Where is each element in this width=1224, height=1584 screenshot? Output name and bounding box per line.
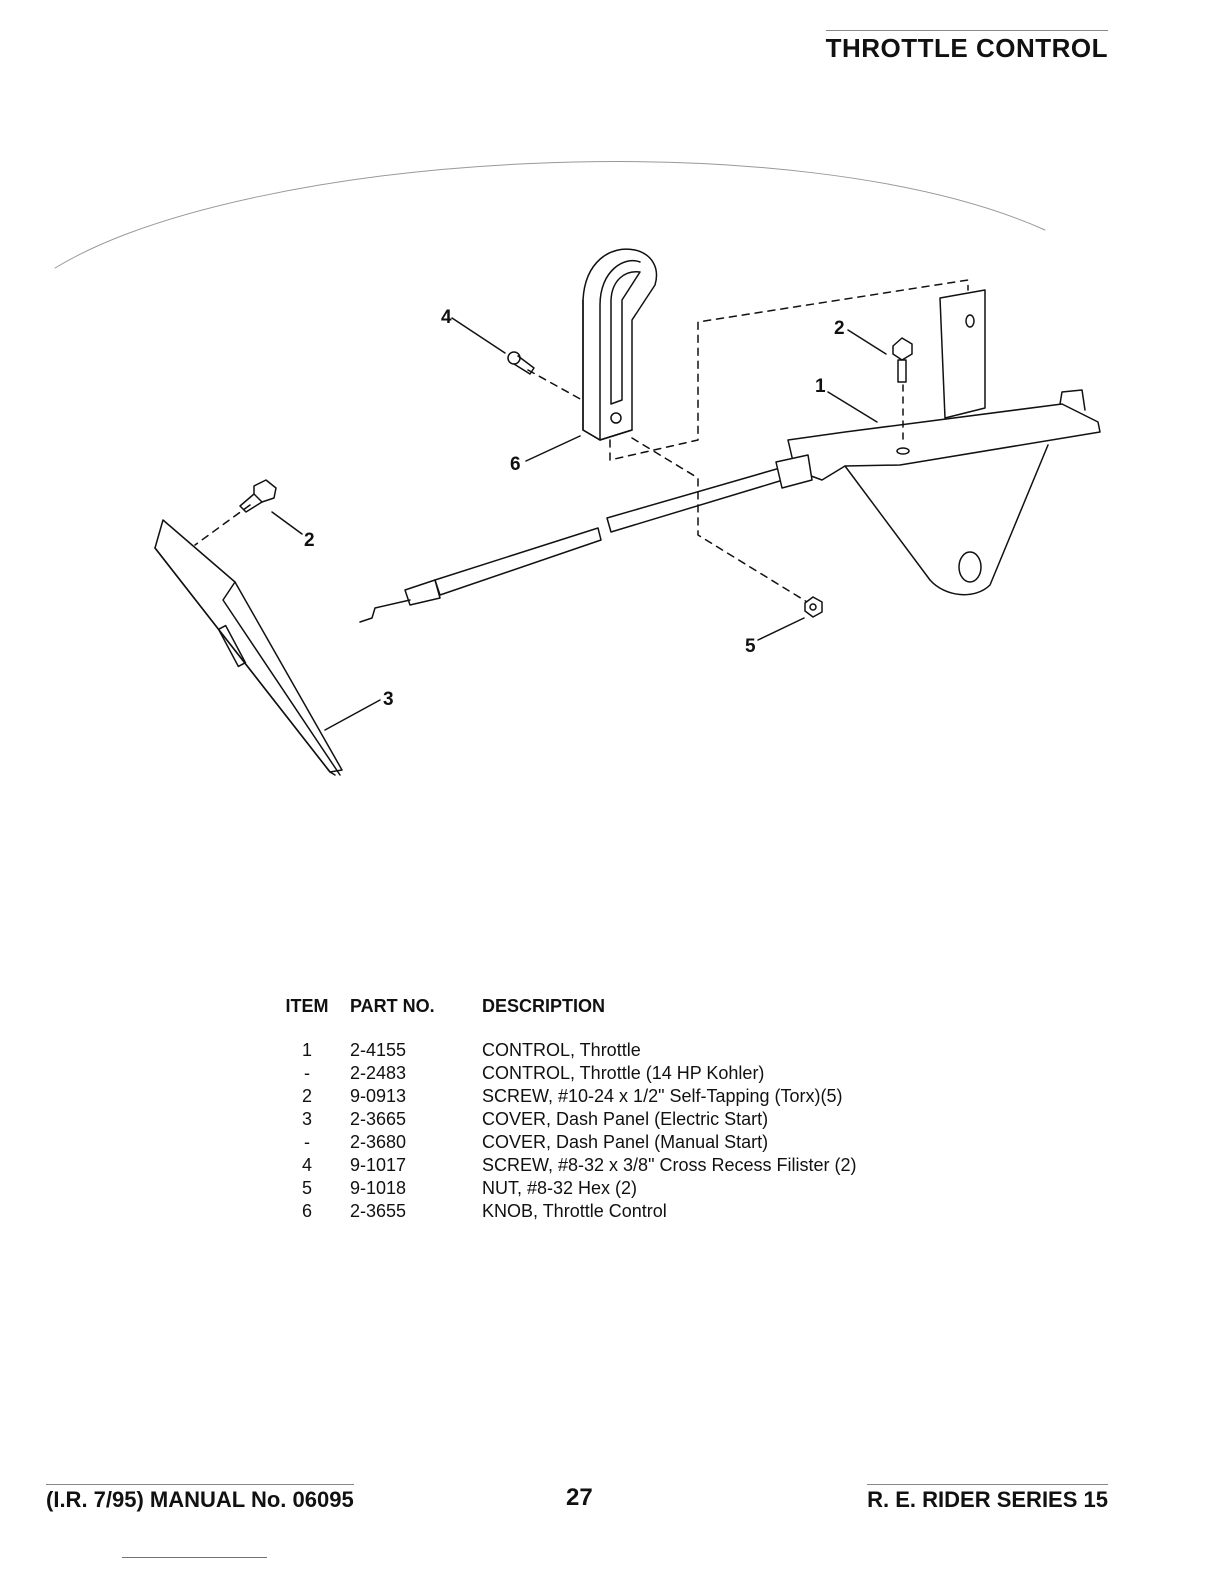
- dash-panel-cover-part: [154, 519, 343, 776]
- screw-item-2-lower: [239, 479, 277, 513]
- leader-line: [451, 317, 506, 354]
- page-number: 27: [566, 1484, 593, 1511]
- throttle-knob-part: [582, 248, 658, 441]
- description-cell: SCREW, #10-24 x 1/2" Self-Tapping (Torx)…: [482, 1086, 843, 1106]
- part-no-cell: 2-3680: [350, 1132, 407, 1152]
- callout-6: 6: [510, 454, 521, 475]
- description-cell: KNOB, Throttle Control: [482, 1201, 667, 1221]
- part-no-cell: 9-1018: [350, 1178, 407, 1198]
- throttle-cable-part: [359, 454, 813, 623]
- bottom-divider: [122, 1557, 267, 1558]
- footer-series-name: R. E. RIDER SERIES 15: [867, 1484, 1108, 1513]
- leader-line: [525, 435, 581, 462]
- table-row: 5 9-1018 NUT, #8-32 Hex (2): [272, 1177, 922, 1200]
- leader-line: [271, 511, 303, 535]
- nut-item-5: [804, 596, 823, 618]
- screw-item-2-upper: [892, 337, 913, 383]
- description-cell: CONTROL, Throttle (14 HP Kohler): [482, 1063, 765, 1083]
- table-row: 4 9-1017 SCREW, #8-32 x 3/8" Cross Reces…: [272, 1154, 922, 1177]
- parts-list-table: ITEM PART NO. DESCRIPTION 1 2-4155 CONTR…: [272, 996, 922, 1223]
- part-no-cell: 2-2483: [350, 1063, 407, 1083]
- column-header-part-no: PART NO.: [350, 996, 435, 1016]
- dashed-assembly-line: [527, 369, 583, 401]
- column-header-item: ITEM: [285, 996, 329, 1016]
- part-no-cell: 2-3665: [350, 1109, 407, 1129]
- leader-line: [757, 617, 805, 641]
- dashed-assembly-line: [609, 279, 969, 461]
- part-no-cell: 2-3655: [350, 1201, 407, 1221]
- description-cell: NUT, #8-32 Hex (2): [482, 1178, 638, 1198]
- leader-line: [827, 391, 878, 423]
- table-row: 2 9-0913 SCREW, #10-24 x 1/2" Self-Tappi…: [272, 1085, 922, 1108]
- callout-2-lower: 2: [304, 530, 315, 551]
- item-cell: 1: [301, 1040, 312, 1060]
- footer-manual-number: (I.R. 7/95) MANUAL No. 06095: [46, 1484, 354, 1513]
- leader-line: [324, 699, 381, 731]
- callout-5: 5: [745, 636, 756, 657]
- exploded-parts-diagram: 4 2 1 6 2 5 3: [54, 161, 1101, 776]
- item-cell: 2: [301, 1086, 312, 1106]
- page-title: THROTTLE CONTROL: [825, 30, 1108, 64]
- screw-item-4: [507, 351, 535, 375]
- description-cell: COVER, Dash Panel (Electric Start): [482, 1109, 769, 1129]
- throttle-control-bracket-part: [787, 289, 1101, 596]
- part-no-cell: 9-0913: [350, 1086, 407, 1106]
- item-cell: 6: [301, 1201, 312, 1221]
- callout-2-upper: 2: [834, 318, 845, 339]
- dashed-assembly-line: [194, 504, 251, 546]
- table-row: 1 2-4155 CONTROL, Throttle: [272, 1039, 922, 1062]
- description-cell: CONTROL, Throttle: [482, 1040, 641, 1060]
- description-cell: COVER, Dash Panel (Manual Start): [482, 1132, 769, 1152]
- description-cell: SCREW, #8-32 x 3/8" Cross Recess Filiste…: [482, 1155, 857, 1175]
- item-cell: 5: [301, 1178, 312, 1198]
- dashed-assembly-line: [631, 437, 813, 606]
- item-cell: -: [304, 1063, 310, 1083]
- table-row: - 2-2483 CONTROL, Throttle (14 HP Kohler…: [272, 1062, 922, 1085]
- item-cell: 4: [301, 1155, 312, 1175]
- table-row: 3 2-3665 COVER, Dash Panel (Electric Sta…: [272, 1108, 922, 1131]
- callout-3: 3: [383, 689, 394, 710]
- column-header-description: DESCRIPTION: [482, 996, 606, 1016]
- part-no-cell: 9-1017: [350, 1155, 407, 1175]
- callout-1: 1: [815, 376, 826, 397]
- scan-artifact-curve: [54, 161, 1046, 269]
- leader-line: [847, 329, 887, 355]
- table-header-row: ITEM PART NO. DESCRIPTION: [272, 996, 922, 1039]
- table-row: - 2-3680 COVER, Dash Panel (Manual Start…: [272, 1131, 922, 1154]
- part-no-cell: 2-4155: [350, 1040, 407, 1060]
- callout-4: 4: [441, 307, 452, 328]
- item-cell: 3: [301, 1109, 312, 1129]
- item-cell: -: [304, 1132, 310, 1152]
- table-row: 6 2-3655 KNOB, Throttle Control: [272, 1200, 922, 1223]
